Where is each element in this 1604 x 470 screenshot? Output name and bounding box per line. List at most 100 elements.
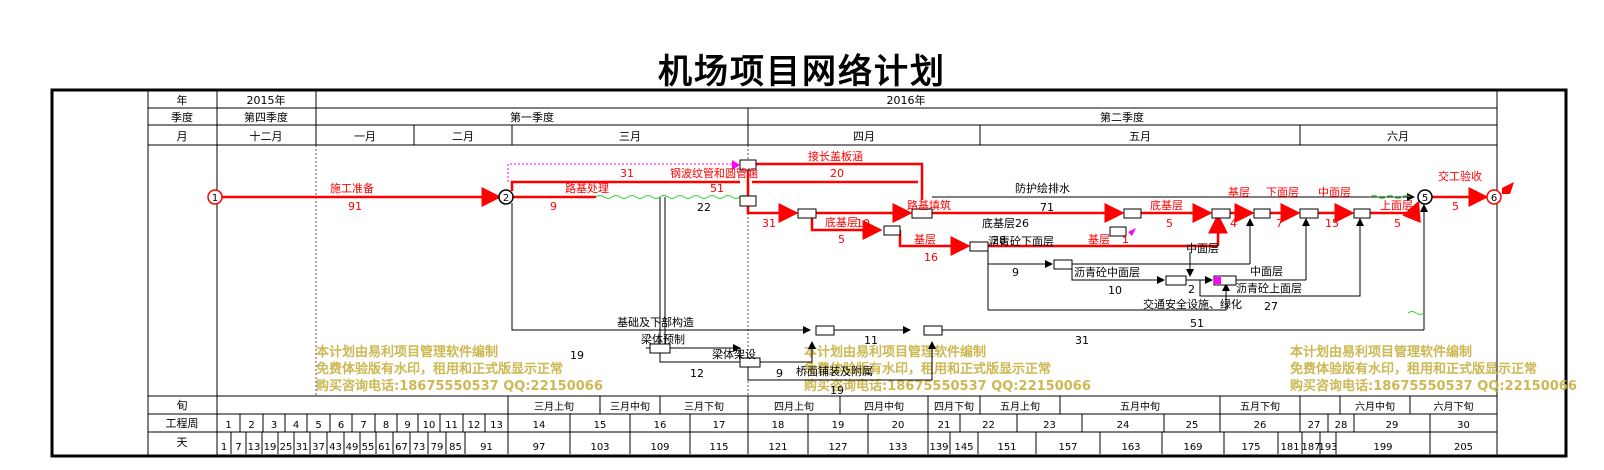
cell-text: 26	[1254, 420, 1267, 431]
cell-text: 151	[997, 442, 1016, 453]
cell-text: 49	[346, 442, 359, 453]
xun-label: 五月下旬	[1240, 400, 1280, 413]
task-label: 沥青砼上面层	[1236, 282, 1302, 295]
row-label-year: 年	[177, 93, 188, 107]
month-mar: 三月	[619, 130, 641, 143]
cell-text: 12	[468, 420, 481, 431]
task-duration: 9	[1012, 266, 1019, 279]
node-6: 6	[1486, 189, 1502, 205]
task-label: 中面层	[1318, 186, 1351, 199]
node-2-label: 2	[503, 193, 509, 204]
task-duration: 5	[1166, 217, 1173, 230]
task-label: 下面层	[1266, 186, 1299, 199]
xun-label: 五月上旬	[1000, 400, 1040, 413]
row-label-day: 天	[177, 436, 188, 449]
task-label: 中面层	[1250, 265, 1283, 278]
task-duration: 27	[1264, 300, 1278, 313]
cell-text: 17	[713, 420, 726, 431]
cell-text: 22	[982, 420, 995, 431]
cell-text: 157	[1058, 442, 1077, 453]
task-label: 防护绘排水	[1015, 181, 1070, 195]
xun-label: 六月中旬	[1355, 400, 1395, 413]
task-label: 交工验收	[1438, 169, 1482, 183]
cell-text: 14	[533, 420, 546, 431]
cell-text: 21	[938, 420, 951, 431]
task-duration: 15	[1325, 217, 1339, 230]
cell-text: 29	[1386, 420, 1399, 431]
cell-text: 145	[954, 442, 973, 453]
watermark-1-line2: 免费体验版有水印，租用和正式版显示正常	[316, 361, 563, 377]
header-grid	[147, 90, 1498, 455]
row-label-week: 工程周	[166, 417, 199, 430]
milestone-mark	[1214, 277, 1221, 284]
milestone-flag	[732, 160, 740, 170]
xun-label: 五月中旬	[1120, 400, 1160, 413]
cell-text: 13	[490, 420, 503, 431]
cell-text: 115	[709, 442, 728, 453]
task-label: 28	[992, 234, 1006, 247]
task-label: 底基层26	[982, 216, 1029, 230]
cell-text: 15	[594, 420, 607, 431]
xun-label: 四月上旬	[774, 400, 814, 413]
xun-label: 三月上旬	[534, 400, 574, 413]
cell-text: 121	[768, 442, 787, 453]
task-duration: 1	[1122, 233, 1129, 246]
cell-text: 25	[280, 442, 293, 453]
critical-path	[222, 162, 1489, 256]
task-duration: 5	[1452, 200, 1459, 213]
milestone-triangle	[1128, 228, 1136, 236]
cell-text: 169	[1183, 442, 1202, 453]
quarter-q2: 第二季度	[1100, 110, 1144, 124]
cell-text: 28	[1335, 420, 1348, 431]
cell-text: 23	[1043, 420, 1056, 431]
task-label: 施工准备	[330, 181, 374, 195]
cell-text: 24	[1117, 420, 1130, 431]
cell-text: 55	[362, 442, 375, 453]
cell-text: 127	[828, 442, 847, 453]
task-duration: 91	[348, 200, 362, 213]
watermarks: 本计划由易利项目管理软件编制 免费体验版有水印，租用和正式版显示正常 购买咨询电…	[316, 344, 1577, 394]
cell-text: 11	[445, 420, 458, 431]
month-jun: 六月	[1387, 130, 1409, 143]
task-duration: 9	[550, 200, 557, 213]
finish-flag-icon	[1502, 182, 1514, 194]
row-label-quarter: 季度	[171, 110, 193, 124]
xun-row: 三月上旬三月中旬三月下旬四月上旬四月中旬四月下旬五月上旬五月中旬五月下旬六月中旬…	[507, 396, 1474, 414]
cell-text: 79	[431, 442, 444, 453]
xun-label: 三月下旬	[684, 400, 724, 413]
task-duration: 5	[1394, 217, 1401, 230]
quarter-q1: 第一季度	[510, 110, 554, 124]
task-duration: 16	[924, 251, 938, 264]
cell-text: 85	[449, 442, 462, 453]
cell-text: 97	[533, 442, 546, 453]
quarter-q4: 第四季度	[244, 110, 288, 124]
cell-text: 91	[480, 442, 493, 453]
xun-label: 三月中旬	[610, 400, 650, 413]
cell-text: 9	[404, 420, 410, 431]
task-duration: 31	[620, 167, 634, 180]
task-duration: 11	[864, 334, 878, 347]
task-label: 桥面铺装及附属	[796, 364, 873, 378]
cell-text: 109	[650, 442, 669, 453]
task-label: 底基层	[1150, 198, 1183, 212]
cell-text: 2	[248, 420, 254, 431]
cell-text: 7	[235, 442, 241, 453]
cell-text: 43	[329, 442, 342, 453]
cell-text: 19	[832, 420, 845, 431]
month-apr: 四月	[853, 130, 875, 143]
cell-text: 139	[929, 442, 948, 453]
task-boxes	[649, 159, 1371, 368]
task-duration: 22	[697, 201, 711, 214]
cell-text: 8	[383, 420, 389, 431]
watermark-2-line1: 本计划由易利项目管理软件编制	[804, 344, 986, 360]
footer-grid	[148, 395, 1497, 433]
cell-text: 10	[423, 420, 436, 431]
task-label: 路基处理	[565, 182, 609, 195]
task-label: 底基层	[825, 215, 858, 229]
month-dec: 十二月	[250, 129, 283, 143]
task-duration: 7	[1276, 217, 1283, 230]
month-feb: 二月	[452, 130, 474, 143]
cell-text: 37	[312, 442, 325, 453]
task-duration: 10	[856, 217, 870, 230]
